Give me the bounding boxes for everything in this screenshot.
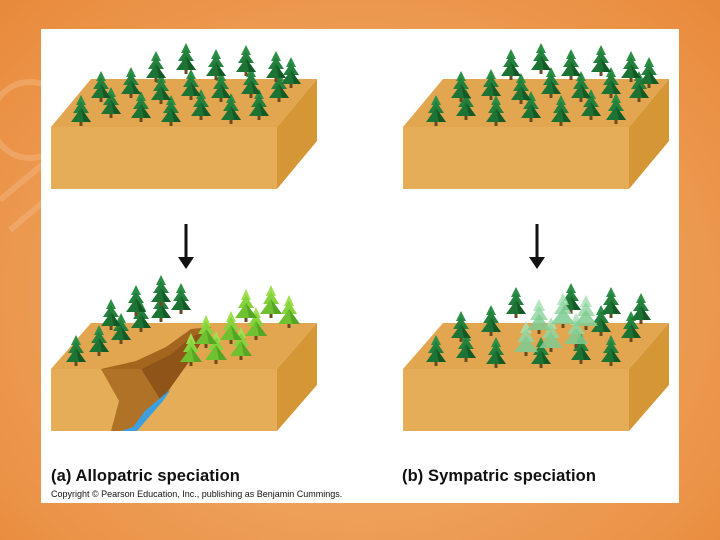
figure-panel: (a) Allopatric speciation (b) Sympatric … bbox=[41, 29, 679, 503]
copyright-notice: Copyright © Pearson Education, Inc., pub… bbox=[51, 489, 343, 499]
block-a-after bbox=[51, 275, 317, 431]
block-b-after-front bbox=[403, 369, 629, 431]
block-a-after-front bbox=[51, 369, 277, 431]
block-a-before-front bbox=[51, 127, 277, 189]
down-arrow-icon bbox=[178, 224, 194, 269]
block-b-before-front bbox=[403, 127, 629, 189]
caption-sympatric: (b) Sympatric speciation bbox=[402, 467, 597, 485]
block-a-after-side bbox=[277, 323, 317, 431]
block-b-before-side bbox=[629, 79, 669, 189]
block-a-before bbox=[51, 43, 317, 189]
caption-allopatric: (a) Allopatric speciation bbox=[51, 467, 240, 485]
block-b-after bbox=[403, 283, 669, 431]
block-b-after-side bbox=[629, 323, 669, 431]
block-a-before-side bbox=[277, 79, 317, 189]
block-b-before bbox=[403, 43, 669, 189]
river bbox=[121, 389, 171, 431]
down-arrow-icon bbox=[529, 224, 545, 269]
